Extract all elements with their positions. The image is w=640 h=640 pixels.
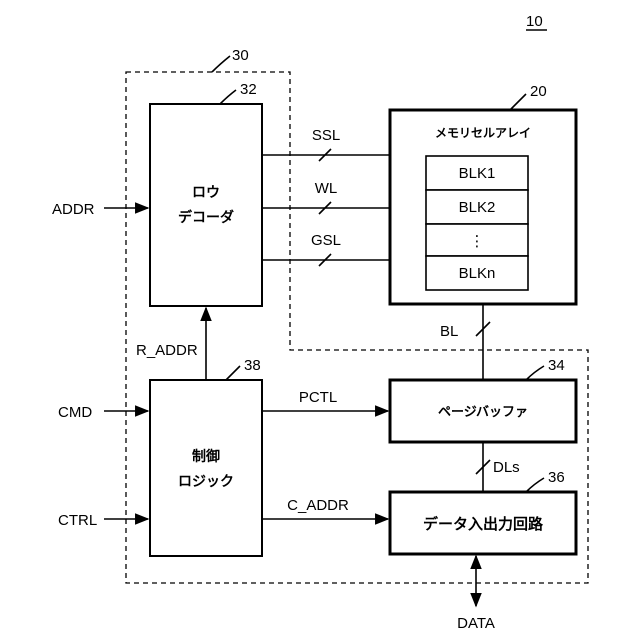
ref-control-region: 30 xyxy=(232,47,249,64)
data-io-label: データ入出力回路 xyxy=(423,515,544,533)
ref-leader-data-io xyxy=(526,478,544,492)
ssl-label: SSL xyxy=(312,127,340,144)
control-logic-label-line1: 制御 xyxy=(192,448,220,465)
row-decoder-label-line2: デコーダ xyxy=(178,209,234,226)
memory-array-title: メモリセルアレイ xyxy=(435,126,531,140)
pctl-label: PCTL xyxy=(299,389,337,406)
block-label-blk1: BLK1 xyxy=(459,165,496,182)
ref-data-io: 36 xyxy=(548,469,565,486)
ref-memory-array: 20 xyxy=(530,83,547,100)
row-decoder-block xyxy=(150,104,262,306)
ref-leader-memory-array xyxy=(510,94,526,110)
ref-page-buffer: 34 xyxy=(548,357,565,374)
r-addr-label: R_ADDR xyxy=(136,342,198,359)
data-label: DATA xyxy=(457,615,495,632)
gsl-label: GSL xyxy=(311,232,341,249)
wl-label: WL xyxy=(315,180,338,197)
ref-control-logic: 38 xyxy=(244,357,261,374)
ref-leader-row-decoder xyxy=(220,90,236,104)
ctrl-label: CTRL xyxy=(58,512,97,529)
ref-row-decoder: 32 xyxy=(240,81,257,98)
cmd-label: CMD xyxy=(58,404,92,421)
control-logic-block xyxy=(150,380,262,556)
block-label-blkn: BLKn xyxy=(459,265,496,282)
page-buffer-label: ページバッファ xyxy=(438,405,528,420)
ref-leader-control-region xyxy=(212,56,230,72)
addr-label: ADDR xyxy=(52,201,95,218)
ref-leader-control-logic xyxy=(226,366,240,380)
row-decoder-label-line1: ロウ xyxy=(192,185,220,201)
block-label-ellipsis: ⋮ xyxy=(470,233,485,250)
ref-leader-page-buffer xyxy=(526,366,544,380)
figure-number: 10 xyxy=(526,13,543,30)
dls-label: DLs xyxy=(493,459,520,476)
bl-label: BL xyxy=(440,323,458,340)
c-addr-label: C_ADDR xyxy=(287,497,349,514)
control-logic-label-line2: ロジック xyxy=(178,474,234,490)
block-label-blk2: BLK2 xyxy=(459,199,496,216)
